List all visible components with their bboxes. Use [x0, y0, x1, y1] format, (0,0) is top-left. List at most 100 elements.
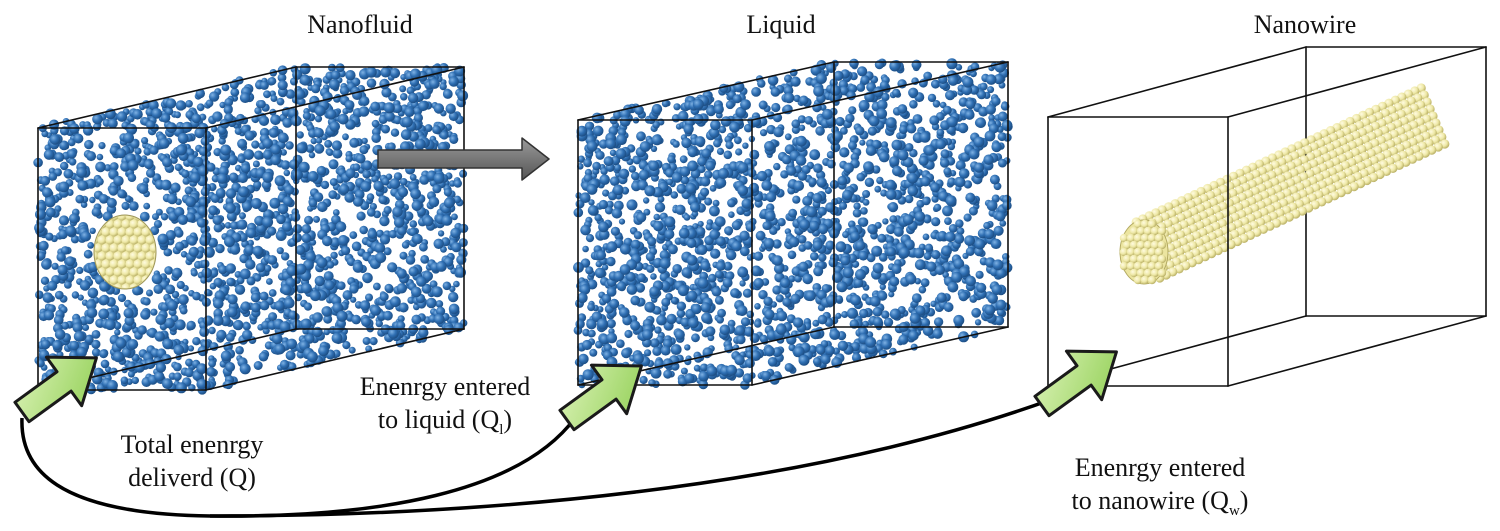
- liquid-atom: [924, 243, 934, 252]
- liquid-atom: [987, 86, 995, 94]
- liquid-atom: [279, 359, 290, 370]
- liquid-atom: [808, 220, 820, 232]
- liquid-atom: [630, 239, 641, 250]
- liquid-atom: [694, 136, 706, 147]
- nanoparticle-atom: [145, 235, 155, 245]
- nanoparticle-atom: [121, 219, 131, 229]
- liquid-atom: [587, 205, 599, 216]
- liquid-atom: [589, 348, 598, 357]
- liquid-atom: [292, 169, 303, 181]
- liquid-atom: [413, 113, 423, 123]
- liquid-atom: [255, 263, 266, 273]
- liquid-atom: [609, 149, 617, 157]
- liquid-atom: [840, 255, 851, 266]
- liquid-atom: [714, 216, 726, 228]
- nanoparticle-atom: [113, 219, 123, 229]
- liquid-atom: [419, 242, 428, 252]
- liquid-atom: [577, 155, 585, 163]
- liquid-atom: [297, 97, 306, 106]
- liquid-atom: [603, 156, 614, 167]
- liquid-atom: [676, 309, 686, 318]
- liquid-atom: [740, 99, 751, 110]
- liquid-atom: [375, 319, 383, 328]
- liquid-atom: [965, 99, 976, 110]
- liquid-atom: [792, 317, 804, 328]
- liquid-atom: [433, 103, 445, 114]
- liquid-atom: [799, 219, 810, 231]
- liquid-atom: [213, 308, 223, 319]
- liquid-atom: [165, 230, 176, 241]
- liquid-atom: [930, 300, 937, 307]
- liquid-atom: [301, 282, 312, 294]
- annotation-nanowire-line2: to nanowire (Qw): [1071, 486, 1249, 520]
- liquid-atom: [675, 204, 686, 215]
- liquid-atom: [123, 308, 134, 319]
- liquid-atom: [945, 195, 957, 207]
- liquid-atom: [274, 300, 285, 312]
- liquid-atom: [227, 154, 238, 166]
- liquid-atom: [71, 291, 80, 299]
- liquid-atom: [339, 184, 350, 195]
- liquid-atom: [407, 296, 415, 304]
- liquid-atom: [276, 97, 285, 106]
- liquid-atom: [181, 169, 190, 179]
- liquid-atom: [853, 277, 864, 288]
- liquid-atom: [919, 131, 931, 143]
- liquid-atom: [997, 111, 1008, 122]
- liquid-atom: [178, 294, 189, 305]
- liquid-atom: [366, 193, 375, 201]
- liquid-atom: [274, 343, 286, 355]
- liquid-atom: [594, 267, 606, 279]
- liquid-atom: [764, 309, 775, 320]
- liquid-atom: [905, 273, 917, 285]
- liquid-atom: [681, 137, 692, 149]
- liquid-atom: [305, 251, 317, 262]
- liquid-atom: [758, 100, 768, 110]
- nanowire-atom: [1150, 226, 1160, 236]
- liquid-atom: [99, 294, 110, 305]
- liquid-atom: [175, 241, 185, 251]
- liquid-atom: [803, 241, 813, 250]
- liquid-atom: [985, 74, 997, 85]
- liquid-atom: [845, 113, 855, 124]
- liquid-atom: [309, 290, 321, 302]
- liquid-atom: [390, 296, 401, 308]
- liquid-atom: [772, 255, 783, 266]
- liquid-atom: [190, 172, 201, 183]
- nanowire-atom: [1143, 240, 1153, 250]
- liquid-atom: [920, 176, 931, 187]
- liquid-atom: [753, 277, 764, 289]
- liquid-atom: [987, 293, 998, 304]
- liquid-atom: [670, 191, 679, 199]
- liquid-atom: [920, 317, 931, 328]
- liquid-atom: [600, 167, 608, 175]
- liquid-atom: [625, 271, 636, 282]
- liquid-atom: [332, 302, 343, 314]
- liquid-atom: [174, 206, 185, 218]
- liquid-atom: [328, 190, 338, 200]
- liquid-atom: [867, 224, 878, 235]
- liquid-atom: [911, 293, 922, 303]
- liquid-atom: [190, 269, 198, 277]
- liquid-atom: [318, 345, 329, 357]
- liquid-atom: [705, 160, 716, 171]
- liquid-atom: [56, 252, 66, 262]
- liquid-atom: [132, 285, 142, 296]
- liquid-atom: [280, 149, 288, 156]
- nanowire-atom: [1140, 247, 1150, 257]
- liquid-atom: [872, 262, 884, 274]
- liquid-atom: [817, 314, 828, 325]
- nanowire-atom: [1129, 240, 1139, 250]
- liquid-atom: [787, 250, 797, 260]
- liquid-atom: [227, 294, 238, 305]
- liquid-atom: [631, 171, 640, 181]
- liquid-atom: [238, 186, 250, 198]
- liquid-atom: [880, 189, 888, 197]
- liquid-atom: [443, 188, 452, 197]
- liquid-atom: [585, 234, 595, 243]
- liquid-atom: [209, 268, 219, 278]
- liquid-atom: [371, 175, 379, 183]
- liquid-atom: [422, 215, 434, 227]
- liquid-atom: [83, 249, 93, 259]
- liquid-atom: [611, 208, 623, 219]
